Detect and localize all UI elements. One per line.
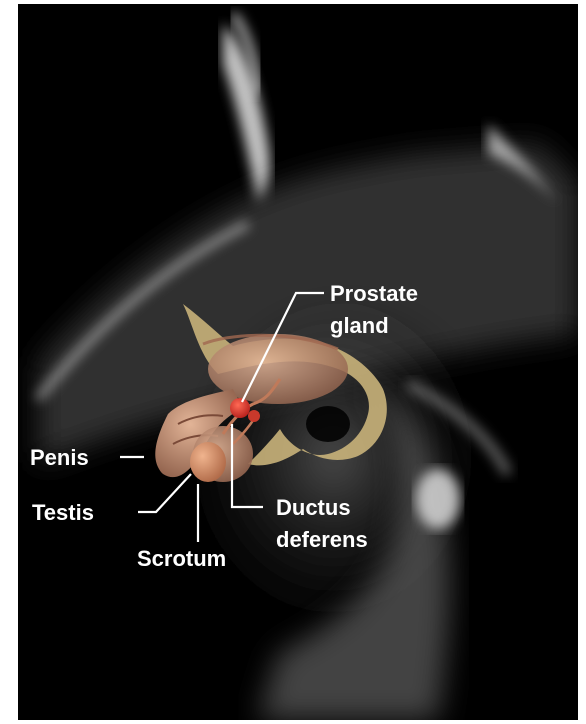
- ductus-label-line2: deferens: [276, 527, 368, 552]
- anatomy-figure: Prostate gland Penis Testis Scrotum Duct…: [18, 4, 578, 720]
- ductus-label-line1: Ductus: [276, 495, 351, 520]
- anatomy-illustration: Prostate gland Penis Testis Scrotum Duct…: [18, 4, 578, 720]
- testis-label: Testis: [32, 500, 94, 525]
- prostate-label-line2: gland: [330, 313, 389, 338]
- penis-label: Penis: [30, 445, 89, 470]
- prostate-label-line1: Prostate: [330, 281, 418, 306]
- prostate-gland: [230, 398, 250, 418]
- scrotum-label: Scrotum: [137, 546, 226, 571]
